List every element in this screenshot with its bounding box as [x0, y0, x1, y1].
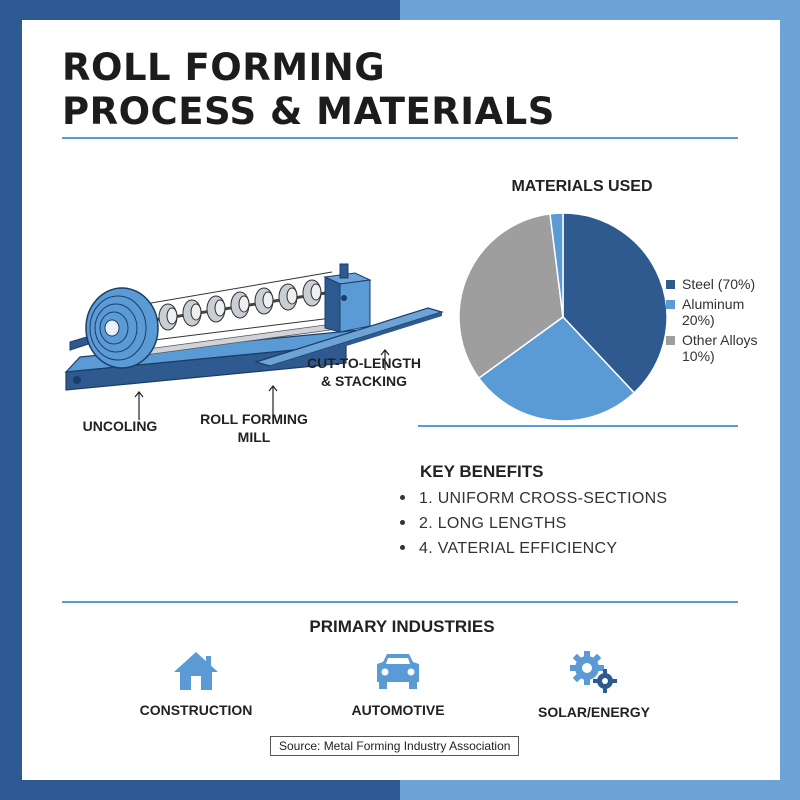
pie-slice-3 — [549, 212, 564, 318]
benefit-item: 4. VATERIAL EFFICIENCY — [398, 536, 667, 561]
gears-icon — [570, 651, 617, 693]
industry-label: AUTOMOTIVE — [351, 702, 445, 718]
industry-label: CONSTRUCTION — [139, 702, 253, 718]
benefit-item: 2. LONG LENGTHS — [398, 511, 667, 536]
industries-title: PRIMARY INDUSTRIES — [309, 617, 495, 636]
title-divider — [62, 137, 738, 139]
legend-item-steel: Steel (70%) — [666, 276, 792, 292]
label-uncoiling: UNCOLING — [82, 418, 158, 434]
bullet-icon — [400, 494, 405, 500]
infographic-card: ROLL FORMING PROCESS & MATERIALS — [22, 20, 780, 780]
label-mill-line-2: MILL — [237, 429, 271, 445]
legend-item-other-alloys: Other Alloys 10%) — [666, 332, 792, 364]
source-citation: Source: Metal Forming Industry Associati… — [270, 736, 520, 756]
legend-label-steel: Steel (70%) — [682, 276, 756, 292]
benefits-list: 1. UNIFORM CROSS-SECTIONS 2. LONG LENGTH… — [398, 486, 667, 561]
legend-label-aluminum: Aluminum 20%) — [682, 296, 792, 328]
benefit-text: 1. UNIFORM CROSS-SECTIONS — [419, 490, 668, 507]
legend-other-line-1: Other Alloys — [682, 332, 758, 348]
legend-aluminum-line-2: 20%) — [682, 312, 715, 328]
label-cut-line-1: CUT-TO-LENGTH — [306, 355, 422, 371]
page-title: ROLL FORMING PROCESS & MATERIALS — [62, 46, 555, 134]
title-line-2: PROCESS & MATERIALS — [62, 90, 555, 133]
chart-divider — [418, 425, 738, 427]
pie-slice-1 — [477, 316, 636, 422]
benefits-title: KEY BENEFITS — [420, 462, 544, 481]
industry-construction: CONSTRUCTION — [111, 650, 281, 718]
legend-other-line-2: 10%) — [682, 348, 715, 364]
house-icon — [174, 652, 218, 690]
coil-icon — [85, 287, 159, 369]
pie-slice-2 — [458, 212, 564, 380]
benefit-text: 4. VATERIAL EFFICIENCY — [419, 540, 618, 557]
cutter-housing-icon — [323, 263, 372, 333]
base-bolt-icon — [73, 376, 81, 384]
legend-label-other-alloys: Other Alloys 10%) — [682, 332, 792, 364]
industry-label: SOLAR/ENERGY — [537, 704, 650, 720]
label-mill-line-1: ROLL FORMING — [200, 411, 308, 427]
pie-slice-0 — [562, 212, 668, 394]
car-icon — [377, 654, 419, 689]
industry-automotive: AUTOMOTIVE — [313, 650, 483, 718]
legend-item-aluminum: Aluminum 20%) — [666, 296, 792, 328]
bullet-icon — [400, 544, 405, 550]
benefit-item: 1. UNIFORM CROSS-SECTIONS — [398, 486, 667, 511]
label-roll-forming-mill: ROLL FORMING MILL — [194, 410, 314, 446]
roll-forming-machine-diagram — [64, 263, 445, 420]
legend-swatch-steel — [666, 280, 675, 289]
bullet-icon — [400, 519, 405, 525]
pie-chart-title: MATERIALS USED — [511, 178, 653, 195]
industry-solar-energy: SOLAR/ENERGY — [509, 650, 679, 720]
legend-aluminum-line-1: Aluminum — [682, 296, 745, 312]
label-cut-to-length: CUT-TO-LENGTH & STACKING — [294, 354, 434, 390]
materials-pie-chart — [458, 212, 668, 422]
label-cut-line-2: & STACKING — [320, 373, 408, 389]
legend-swatch-other-alloys — [666, 336, 675, 345]
benefit-text: 2. LONG LENGTHS — [419, 515, 567, 532]
pie-legend: Steel (70%) Aluminum 20%) Other Alloys 1… — [666, 276, 792, 368]
title-line-1: ROLL FORMING — [62, 46, 386, 89]
legend-swatch-aluminum — [666, 300, 675, 309]
industries-divider — [62, 601, 738, 603]
